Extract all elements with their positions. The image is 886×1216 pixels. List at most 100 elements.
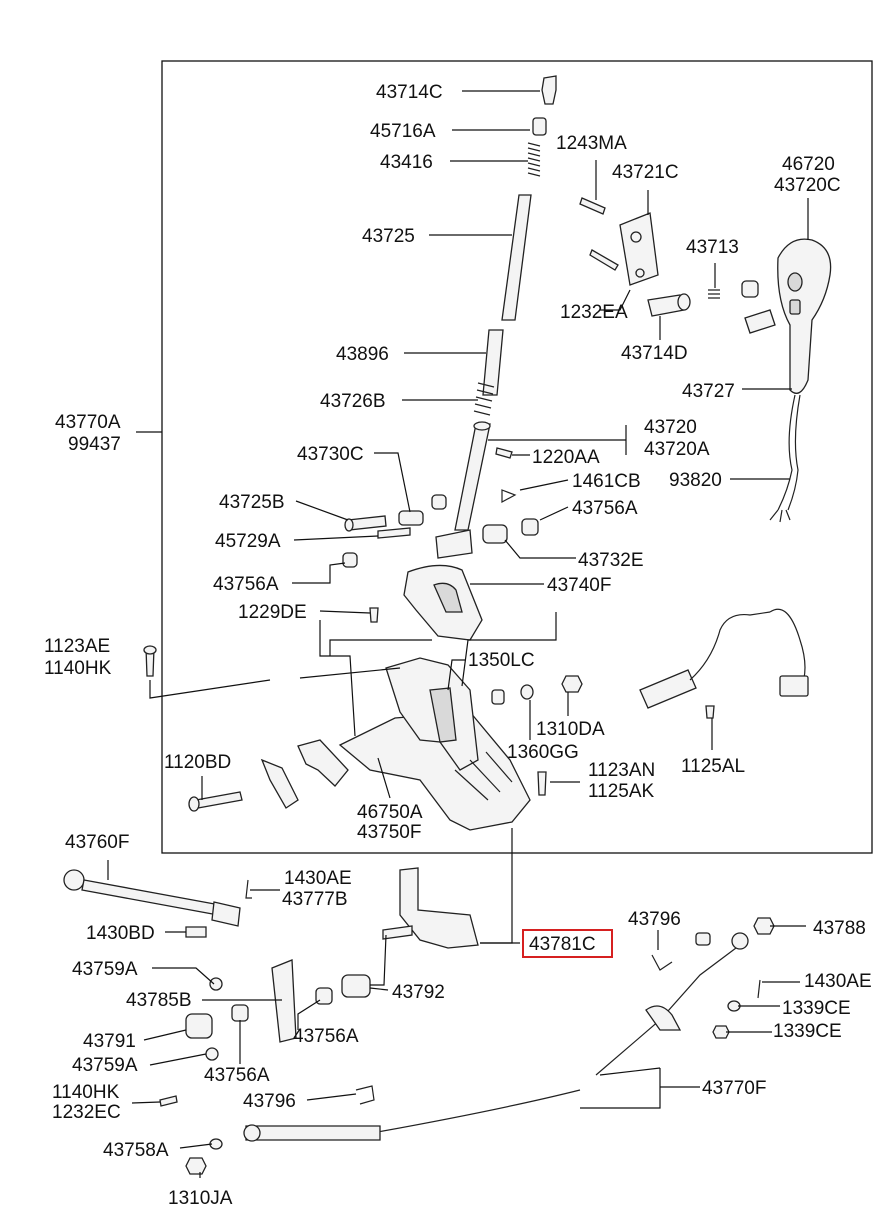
label-1430BD[interactable]: 1430BD: [86, 923, 155, 944]
shifter-base-part: [338, 657, 531, 831]
label-1339CE-2[interactable]: 1339CE: [773, 1021, 842, 1042]
label-43758A[interactable]: 43758A: [103, 1140, 169, 1161]
label-1125AK[interactable]: 1125AK: [588, 781, 655, 802]
label-43720A[interactable]: 43720A: [644, 439, 710, 460]
leader-lines: [107, 90, 809, 1178]
bushing-part-11: [695, 932, 711, 946]
bolt-part-2: [579, 197, 606, 215]
sleeve-part: [482, 329, 504, 396]
label-1120BD[interactable]: 1120BD: [164, 752, 231, 773]
label-43756A-1[interactable]: 43756A: [572, 498, 638, 519]
label-45729A[interactable]: 45729A: [215, 531, 281, 552]
spring-part: [527, 142, 541, 177]
connector-part: [744, 309, 776, 334]
label-43720[interactable]: 43720: [644, 417, 697, 438]
label-43770A[interactable]: 43770A: [55, 412, 121, 433]
label-43713[interactable]: 43713: [686, 237, 739, 258]
label-43750F[interactable]: 43750F: [357, 822, 421, 843]
pin-part-2: [347, 515, 387, 531]
label-1350LC[interactable]: 1350LC: [468, 650, 535, 671]
label-1125AL[interactable]: 1125AL: [681, 756, 745, 777]
label-43740F[interactable]: 43740F: [547, 575, 611, 596]
label-43725B[interactable]: 43725B: [219, 492, 285, 513]
bracket-part: [297, 739, 349, 787]
label-43756A-2[interactable]: 43756A: [213, 574, 279, 595]
cap-part: [532, 117, 547, 136]
nut-part-3: [712, 1025, 730, 1039]
label-43796-2[interactable]: 43796: [243, 1091, 296, 1112]
label-43796-1[interactable]: 43796: [628, 909, 681, 930]
washer-part-2: [520, 684, 534, 700]
label-43721C[interactable]: 43721C: [612, 162, 679, 183]
label-43759A-1[interactable]: 43759A: [72, 959, 138, 980]
label-43714C[interactable]: 43714C: [376, 82, 443, 103]
label-43785B[interactable]: 43785B: [126, 990, 192, 1011]
clip-part: [245, 879, 252, 899]
label-46750A[interactable]: 46750A: [357, 802, 423, 823]
label-43416[interactable]: 43416: [380, 152, 433, 173]
label-43727[interactable]: 43727: [682, 381, 735, 402]
label-1140HK-2[interactable]: 1140HK: [52, 1082, 120, 1103]
label-1140HK-1[interactable]: 1140HK: [44, 658, 112, 679]
pin-part: [501, 489, 517, 504]
label-1232EA[interactable]: 1232EA: [560, 302, 628, 323]
knob-button-part: [541, 75, 557, 105]
label-46720[interactable]: 46720: [782, 154, 835, 175]
clip-part-4: [757, 979, 761, 999]
lever-plate-part: [271, 959, 297, 1043]
label-43756A-3[interactable]: 43756A: [293, 1026, 359, 1047]
label-43770F[interactable]: 43770F: [702, 1078, 766, 1099]
pin-part-4: [185, 926, 207, 938]
label-45716A[interactable]: 45716A: [370, 121, 436, 142]
shift-cable-part: [243, 932, 749, 1142]
label-43720C[interactable]: 43720C: [774, 175, 841, 196]
label-1339CE-1[interactable]: 1339CE: [782, 998, 851, 1019]
washer-part: [491, 689, 505, 705]
assembly-frame: [161, 60, 873, 854]
label-1229DE[interactable]: 1229DE: [238, 602, 307, 623]
label-43714D[interactable]: 43714D: [621, 343, 688, 364]
label-43760F[interactable]: 43760F: [65, 832, 129, 853]
link-rod-part: [63, 869, 241, 927]
label-1430AE-1[interactable]: 1430AE: [284, 868, 352, 889]
label-43896[interactable]: 43896: [336, 344, 389, 365]
label-1123AN[interactable]: 1123AN: [588, 760, 655, 781]
label-43759A-2[interactable]: 43759A: [72, 1055, 138, 1076]
bolt-part-6: [159, 1095, 178, 1107]
bushing-part-4: [342, 552, 358, 568]
label-1430AE-2[interactable]: 1430AE: [804, 971, 872, 992]
label-1243MA[interactable]: 1243MA: [556, 133, 627, 154]
rod-part: [501, 194, 532, 321]
label-99437[interactable]: 99437: [68, 434, 121, 455]
label-1310JA[interactable]: 1310JA: [168, 1188, 233, 1209]
bushing-part-10: [231, 1004, 249, 1022]
bracket-part-2: [260, 758, 299, 809]
label-1461CB[interactable]: 1461CB: [572, 471, 641, 492]
label-43791[interactable]: 43791: [83, 1031, 136, 1052]
label-1220AA[interactable]: 1220AA: [532, 447, 600, 468]
label-43726B[interactable]: 43726B: [320, 391, 386, 412]
label-1310DA[interactable]: 1310DA: [536, 719, 605, 740]
label-43730C[interactable]: 43730C: [297, 444, 364, 465]
label-43792[interactable]: 43792: [392, 982, 445, 1003]
bushing-part-8: [341, 974, 371, 998]
switch-module-part: [639, 608, 809, 719]
label-43781C[interactable]: 43781C: [529, 934, 596, 955]
label-43756A-4[interactable]: 43756A: [204, 1065, 270, 1086]
label-1123AE[interactable]: 1123AE: [44, 636, 110, 657]
label-43732E[interactable]: 43732E: [578, 550, 644, 571]
bushing-part-6: [741, 280, 759, 298]
label-93820[interactable]: 93820: [669, 470, 722, 491]
highlight-box: [522, 929, 613, 958]
label-1232EC[interactable]: 1232EC: [52, 1102, 121, 1123]
cable-bracket-part: [382, 867, 479, 949]
label-1360GG[interactable]: 1360GG: [507, 742, 579, 763]
detent-plate-part: [619, 212, 659, 286]
label-43788[interactable]: 43788: [813, 918, 866, 939]
spring-part-2: [473, 382, 495, 416]
wire-harness-part: [777, 394, 796, 511]
screw-part-2: [369, 607, 379, 623]
label-43725[interactable]: 43725: [362, 226, 415, 247]
label-43777B[interactable]: 43777B: [282, 889, 348, 910]
